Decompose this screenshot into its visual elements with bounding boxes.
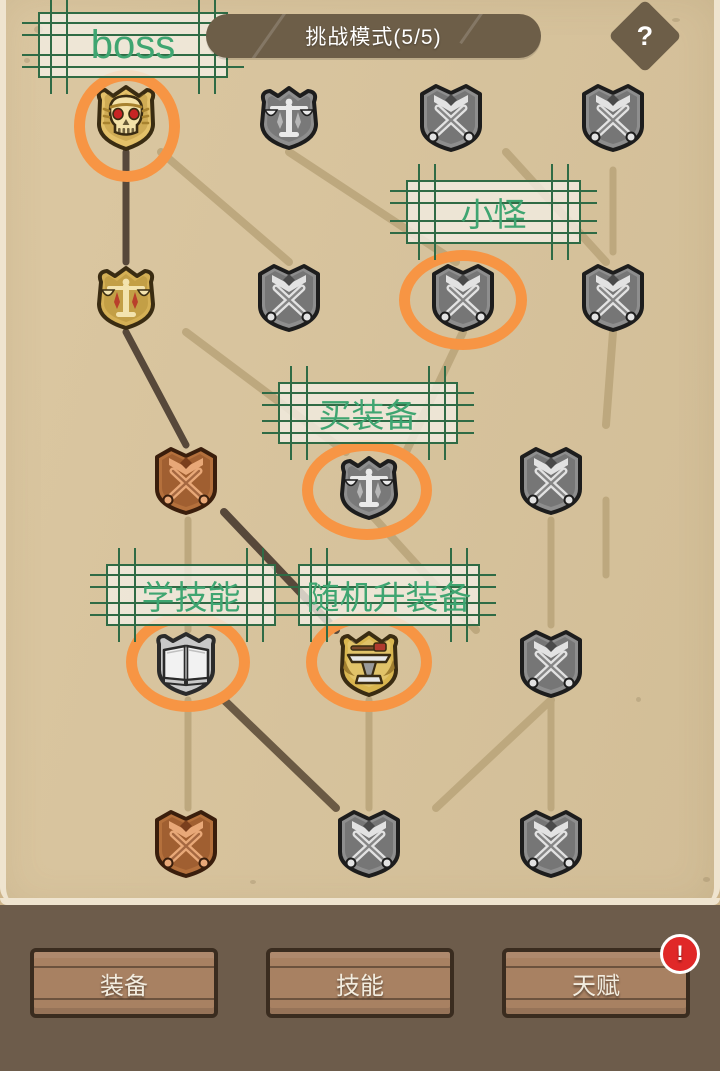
annotation-tick: [262, 548, 264, 642]
annotation-tick: [390, 190, 597, 192]
annotation-tick: [466, 548, 468, 642]
annotation-tick: [306, 366, 308, 460]
annotation-tick: [434, 164, 436, 260]
annotation-tick: [90, 586, 292, 588]
annotation-tick: [310, 548, 312, 642]
shop-node-silver[interactable]: [334, 452, 404, 522]
annotation-tick: [567, 164, 569, 260]
annotation-learn-skill-text: 学技能: [141, 579, 241, 616]
annotation-monster: 小怪: [390, 164, 597, 260]
challenge-mode-title-bar: 挑战模式(5/5): [206, 14, 541, 58]
annotation-learn-skill: 学技能: [90, 548, 292, 642]
gleam: [459, 14, 492, 45]
annotation-tick: [246, 548, 248, 642]
battle-node-silver[interactable]: [578, 82, 648, 152]
annotation-tick: [90, 574, 292, 576]
annotation-tick: [66, 0, 68, 94]
challenge-mode-title: 挑战模式(5/5): [305, 26, 442, 49]
annotation-tick: [282, 574, 496, 576]
annotation-tick: [118, 548, 120, 642]
annotation-tick: [22, 34, 244, 36]
battle-node-silver[interactable]: [516, 808, 586, 878]
annotation-tick: [22, 54, 244, 56]
skills-button[interactable]: 技能: [266, 948, 454, 1018]
speck: [703, 877, 710, 882]
annotation-tick: [22, 22, 244, 24]
annotation-tick: [418, 164, 420, 260]
talent-alert-badge: !: [660, 934, 700, 974]
node-link: [157, 148, 293, 266]
annotation-tick: [134, 548, 136, 642]
annotation-tick: [390, 220, 597, 222]
challenge-map-panel: boss 小怪买装备学技能 随机升装备 挑战模式(5/5) ?: [0, 0, 720, 905]
annotation-tick: [282, 614, 496, 616]
equipment-button-label: 装备: [100, 972, 148, 1000]
speck: [672, 18, 680, 22]
node-link: [602, 328, 617, 429]
annotation-buy-gear: 买装备: [262, 366, 474, 460]
battle-node-silver[interactable]: [578, 262, 648, 332]
gleam: [248, 14, 291, 58]
annotation-tick: [282, 586, 496, 588]
node-link: [220, 696, 340, 812]
skill-book-node[interactable]: [151, 628, 221, 698]
battle-node-silver[interactable]: [334, 808, 404, 878]
annotation-tick: [90, 614, 292, 616]
annotation-monster-text: 小怪: [460, 196, 527, 233]
battle-node-silver[interactable]: [428, 262, 498, 332]
annotation-tick: [390, 202, 597, 204]
annotation-tick: [262, 432, 474, 434]
shop-node-silver[interactable]: [254, 82, 324, 152]
annotation-tick: [198, 0, 200, 94]
speck: [24, 58, 30, 63]
annotation-tick: [50, 0, 52, 94]
node-link: [122, 328, 190, 449]
annotation-tick: [290, 366, 292, 460]
bottom-navigation-bar: 装备 技能 天赋 !: [0, 905, 720, 1071]
annotation-tick: [262, 392, 474, 394]
annotation-tick: [390, 232, 597, 234]
boss-node[interactable]: [91, 82, 161, 152]
question-mark-icon: ?: [636, 20, 654, 51]
annotation-tick: [428, 366, 430, 460]
talent-button[interactable]: 天赋 !: [502, 934, 700, 1018]
battle-node-silver[interactable]: [516, 445, 586, 515]
annotation-tick: [551, 164, 553, 260]
annotation-tick: [262, 404, 474, 406]
battle-node-silver[interactable]: [516, 628, 586, 698]
annotation-tick: [262, 420, 474, 422]
annotation-boss: boss: [22, 0, 244, 94]
skills-button-label: 技能: [336, 972, 384, 1000]
battle-node-bronze[interactable]: [151, 808, 221, 878]
annotation-tick: [444, 366, 446, 460]
annotation-tick: [282, 602, 496, 604]
annotation-upgrade-gear: 随机升装备: [282, 548, 496, 642]
speck: [636, 697, 641, 702]
forge-anvil-node[interactable]: [334, 628, 404, 698]
battle-node-bronze[interactable]: [151, 445, 221, 515]
annotation-tick: [450, 548, 452, 642]
speck: [250, 880, 256, 884]
annotation-tick: [90, 602, 292, 604]
battle-node-silver[interactable]: [254, 262, 324, 332]
talent-button-label: 天赋: [572, 972, 620, 1000]
annotation-buy-gear-text: 买装备: [318, 397, 418, 434]
annotation-tick: [22, 66, 244, 68]
shop-node-gold[interactable]: [91, 262, 161, 332]
equipment-button[interactable]: 装备: [30, 948, 218, 1018]
battle-node-silver[interactable]: [416, 82, 486, 152]
annotation-tick: [326, 548, 328, 642]
annotation-boss-text: boss: [90, 22, 176, 67]
annotation-upgrade-gear-text: 随机升装备: [306, 579, 472, 616]
node-link: [432, 696, 555, 812]
